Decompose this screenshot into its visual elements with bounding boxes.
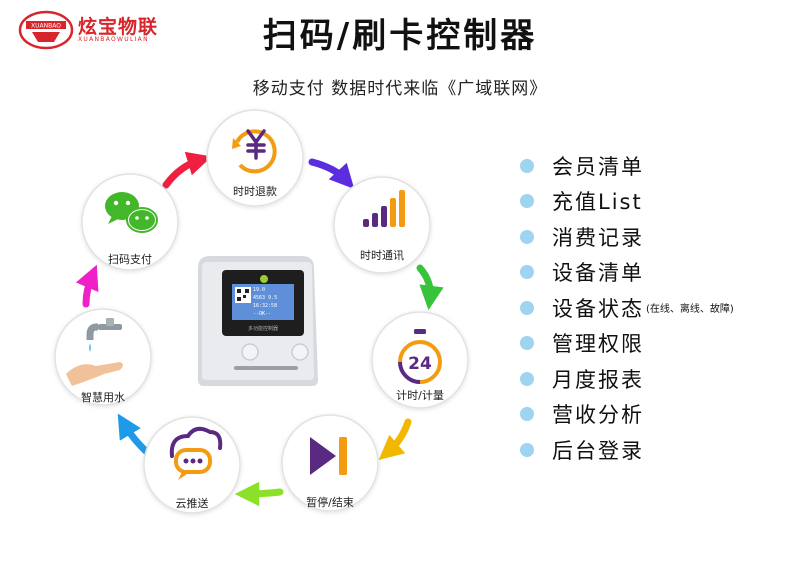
feature-item: 设备清单 [520, 255, 734, 291]
wechat-icon [105, 192, 158, 233]
cycle-arrow [234, 481, 284, 507]
svg-text:24: 24 [408, 354, 432, 374]
feature-text: 会员清单 [552, 154, 644, 179]
brand-name: 炫宝物联 [78, 16, 159, 38]
faucet-hand-icon [66, 318, 123, 386]
bullet-dot [520, 407, 534, 422]
screen-line-4: --OK-- [253, 311, 271, 317]
cycle-arrow [378, 418, 412, 460]
cycle-label-timing: 计时/计量 [396, 389, 444, 402]
cycle-arrow [416, 264, 444, 311]
cycle-node-timing [371, 311, 469, 409]
cycle-node-cloud [143, 416, 241, 514]
feature-text: 营收分析 [552, 403, 644, 428]
feature-text: 消费记录 [552, 225, 644, 250]
cycle-label-refund: 时时退款 [233, 185, 277, 198]
brand-logo: XUANBAO 炫宝物联 XUANBAOWULIAN [18, 6, 158, 54]
cycle-label-cloud: 云推送 [175, 497, 209, 510]
feature-text: 月度报表 [552, 367, 644, 392]
screen-line-3: 16:32:58 [253, 303, 277, 309]
bullet-dot [520, 300, 534, 315]
bullet-dot [520, 442, 534, 457]
feature-text: 充值List [552, 190, 643, 215]
brand-badge-text: XUANBAO [31, 23, 61, 30]
feature-item: 设备状态(在线、离线、故障) [520, 290, 734, 326]
controller-device: 19.0 4563 9.5 16:32:58 --OK-- 多功能控制器 [198, 256, 318, 386]
cycle-arrow [308, 158, 355, 190]
bullet-dot [520, 371, 534, 386]
feature-text: 管理权限 [552, 332, 644, 357]
signal-bars-icon [363, 190, 405, 227]
cycle-label-communication: 时时通讯 [360, 249, 404, 262]
device-card-slot [234, 366, 298, 370]
device-button-left [241, 343, 259, 361]
feature-note: (在线、离线、故障) [646, 304, 734, 316]
bullet-dot [520, 265, 534, 280]
screen-line-2: 4563 9.5 [253, 295, 277, 301]
brand-name-en: XUANBAOWULIAN [78, 36, 149, 43]
bullet-dot [520, 336, 534, 351]
screen-line-1: 19.0 [253, 287, 265, 293]
brand-badge-icon: XUANBAO [18, 10, 74, 50]
bullet-dot [520, 158, 534, 173]
cycle-arrow [75, 264, 99, 308]
cycle-label-pause: 暂停/结束 [306, 496, 354, 509]
cycle-label-scan-pay: 扫码支付 [108, 253, 152, 266]
stopwatch-24-icon: 24 [398, 329, 442, 384]
cycle-arrow [162, 151, 212, 189]
page-subtitle: 移动支付 数据时代来临《广域联网》 [252, 79, 548, 99]
yen-refund-icon [232, 129, 277, 174]
cycle-node-pause [281, 414, 379, 512]
feature-text: 设备状态 [552, 296, 644, 321]
bullet-dot [520, 229, 534, 244]
cycle-label-water: 智慧用水 [81, 391, 125, 404]
feature-item: 消费记录 [520, 219, 734, 255]
cloud-chat-icon [169, 426, 223, 480]
feature-item: 月度报表 [520, 361, 734, 397]
feature-item: 营收分析 [520, 397, 734, 433]
device-button-right [291, 343, 309, 361]
feature-list: 会员清单 充值List 消费记录 设备清单 设备状态(在线、离线、故障) 管理权… [520, 148, 734, 468]
feature-text: 设备清单 [552, 261, 644, 286]
device-footer-text: 多功能控制器 [248, 325, 278, 332]
feature-text: 后台登录 [552, 438, 644, 463]
page-title: 扫码/刷卡控制器 [262, 16, 538, 56]
feature-item: 充值List [520, 184, 734, 220]
feature-item: 后台登录 [520, 432, 734, 468]
feature-item: 管理权限 [520, 326, 734, 362]
bullet-dot [520, 194, 534, 209]
feature-item: 会员清单 [520, 148, 734, 184]
pause-stop-icon [310, 437, 347, 475]
